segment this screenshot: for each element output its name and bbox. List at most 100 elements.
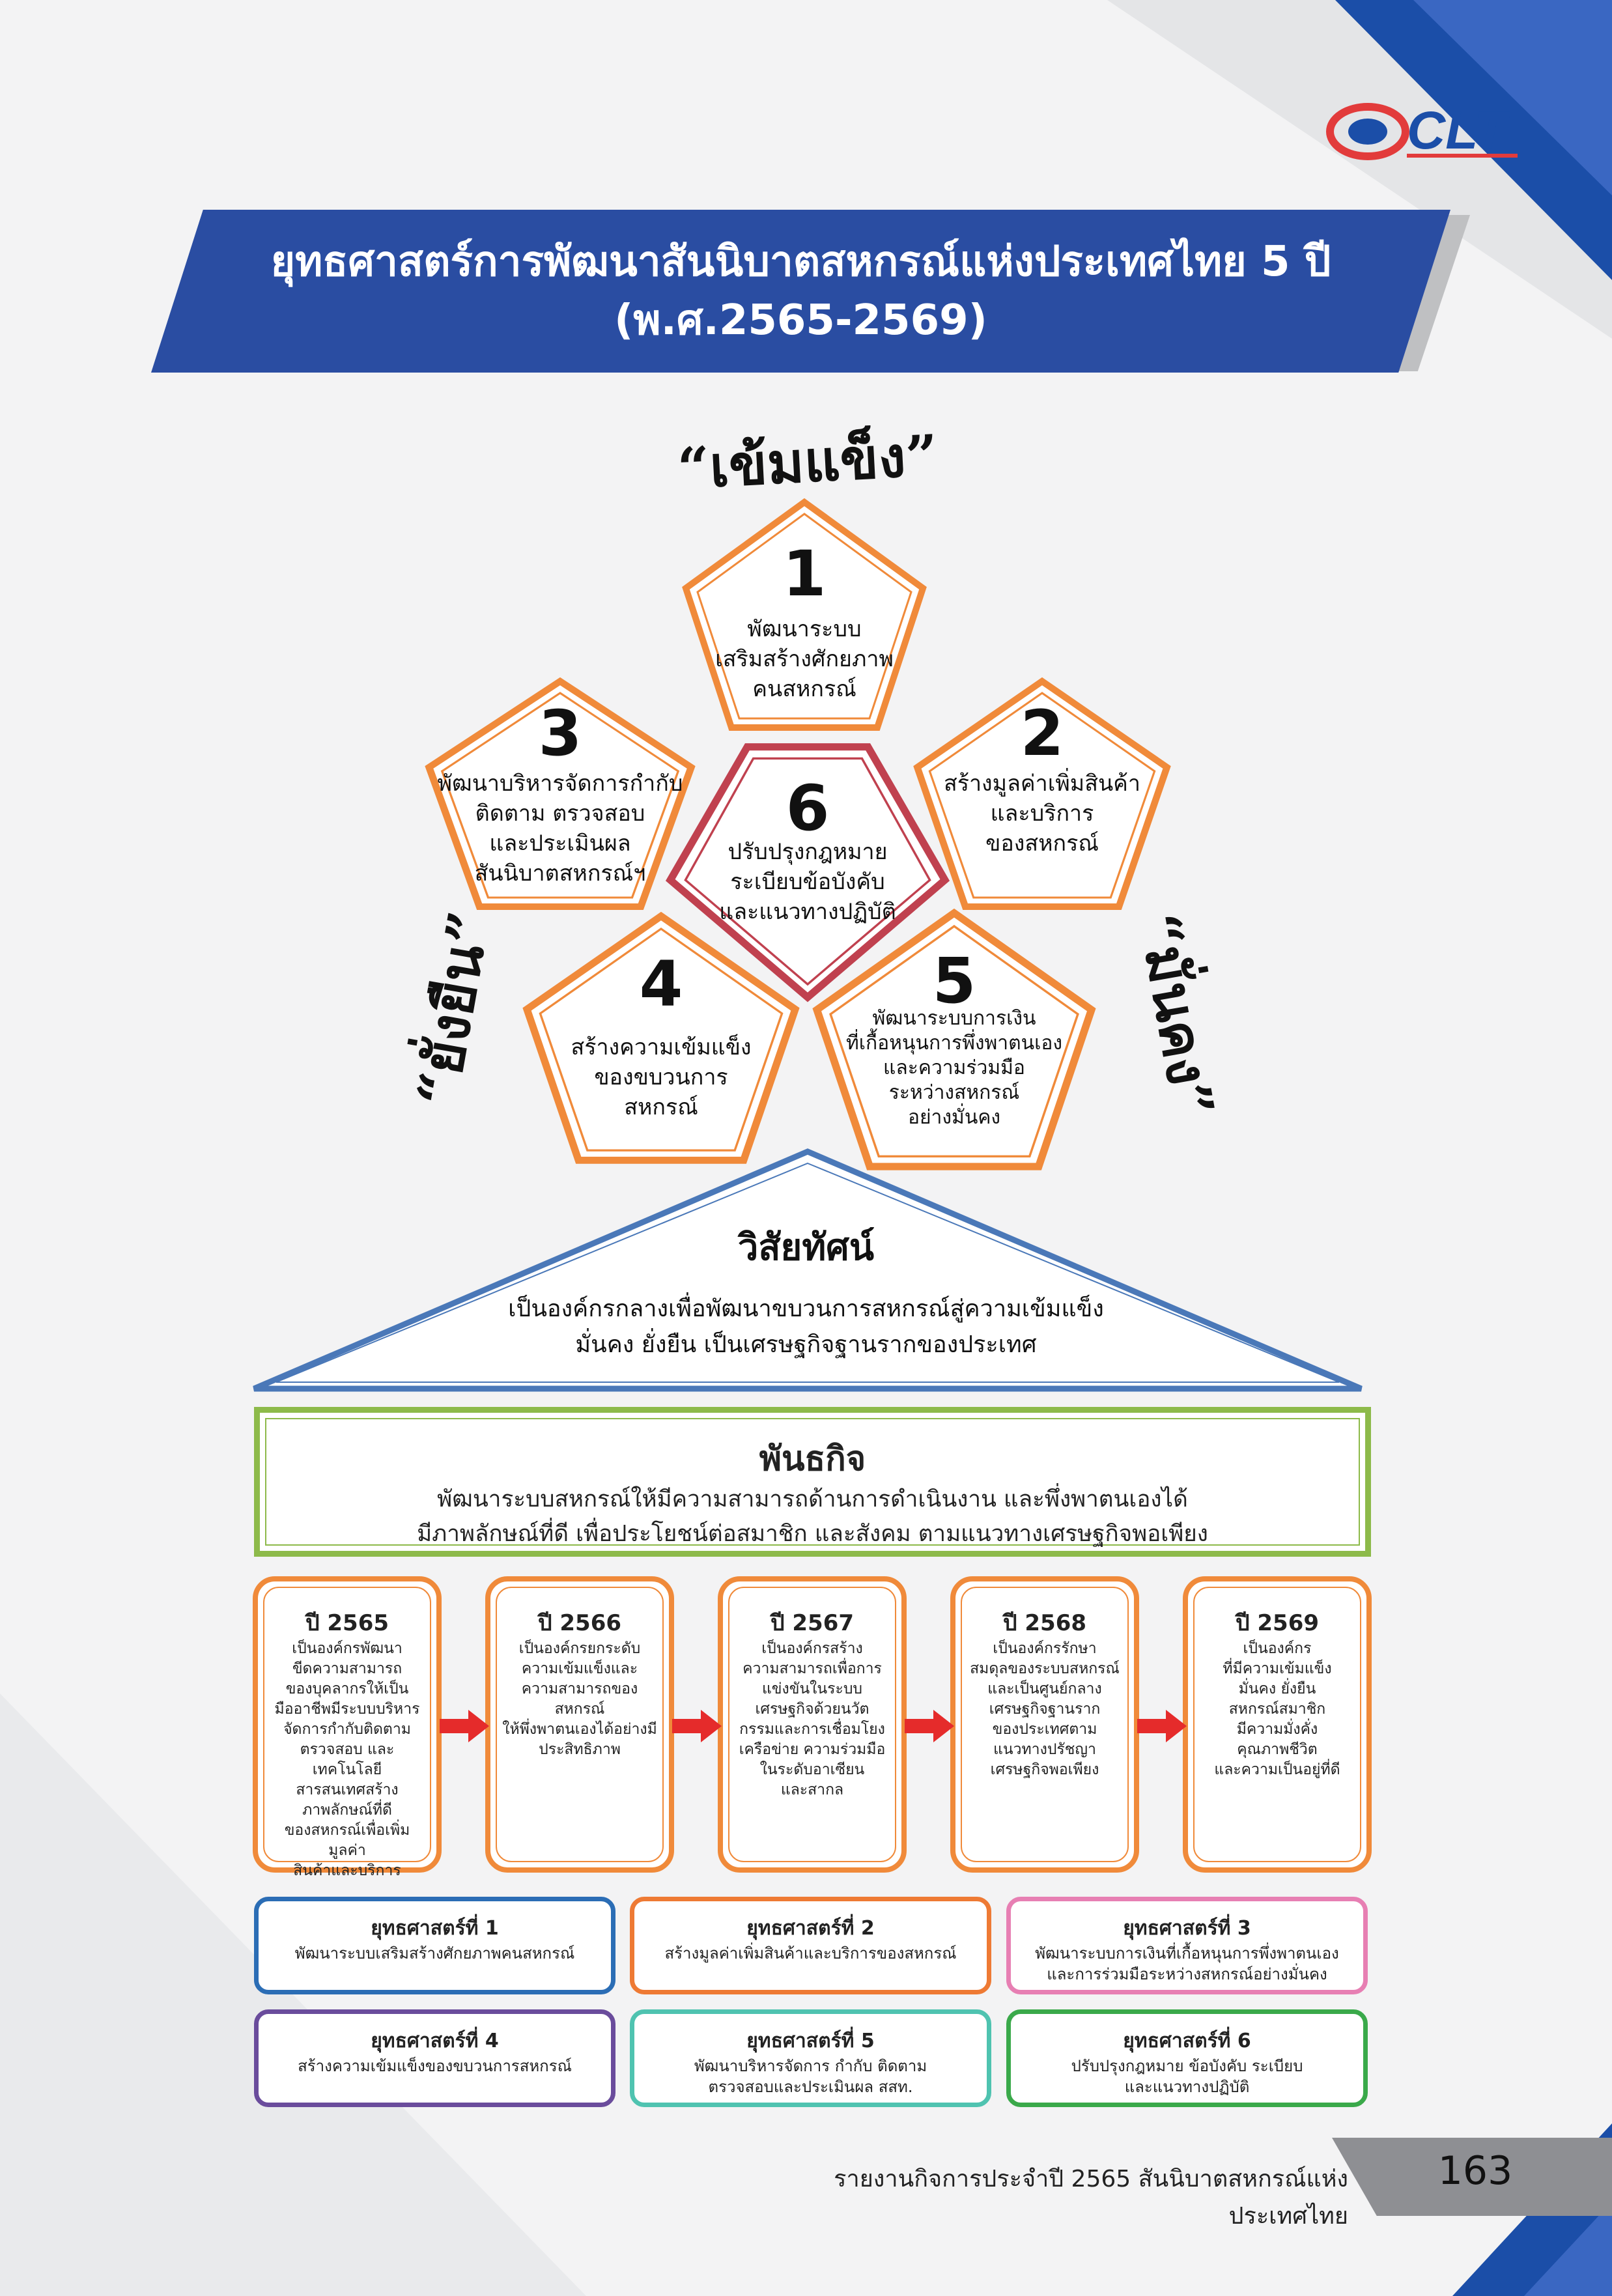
pentagon-4-line: สร้างความเข้มแข็ง [571,1034,752,1060]
pentagon-3: 3 พัฒนาบริหารจัดการกำกับ ติดตาม ตรวจสอบ … [423,677,697,912]
pentagon-3-shape [425,677,696,910]
pentagon-4-number: 4 [639,948,683,1021]
year-box-2566: ปี 2566 เป็นองค์กรยกระดับ ความเข้มแข็งแล… [485,1576,674,1873]
vision-triangle [253,1148,1363,1392]
year-text: เป็นองค์กรพัฒนา ขีดความสามารถ ของบุคลากร… [274,1640,420,1879]
year-text: เป็นองค์กรสร้าง ความสามารถเพื่อการ แข่งข… [739,1640,886,1798]
strategy-box-6: ยุทธศาสตร์ที่ 6 ปรับปรุงกฎหมาย ข้อบังคับ… [1006,2009,1368,2107]
strategy-text: สร้างมูลค่าเพิ่มสินค้าและบริการของสหกรณ์ [664,1944,957,1963]
year-text: เป็นองค์กรรักษา สมดุลของระบบสหกรณ์ และเป… [970,1640,1120,1778]
strategy-text: สร้างความเข้มแข็งของขบวนการสหกรณ์ [298,2057,572,2075]
year-title: ปี 2568 [1002,1610,1087,1636]
strategy-title: ยุทธศาสตร์ที่ 4 [371,2030,499,2052]
pentagon-2-line: และบริการ [990,801,1094,827]
mission-box-inner [265,1418,1360,1546]
page-number-tab [1332,2138,1612,2216]
pentagon-2-line: ของสหกรณ์ [985,830,1099,857]
pentagon-6-line: และแนวทางปฏิบัติ [719,899,896,925]
pentagon-6: 6 ปรับปรุงกฎหมาย ระเบียบข้อบังคับ และแนว… [664,743,951,1003]
pentagon-1-number: 1 [782,537,827,610]
year-box-2568: ปี 2568 เป็นองค์กรรักษา สมดุลของระบบสหกร… [950,1576,1139,1873]
strategy-text: พัฒนาระบบเสริมสร้างศักยภาพคนสหกรณ์ [294,1944,575,1963]
year-box-inner [263,1587,431,1862]
year-box-inner [961,1587,1129,1862]
strategy-text: ปรับปรุงกฎหมาย ข้อบังคับ ระเบียบ และแนวท… [1071,2057,1303,2096]
year-box-2569: ปี 2569 เป็นองค์กร ที่มีความเข้มแข็ง มั่… [1183,1576,1372,1873]
year-title: ปี 2569 [1235,1610,1320,1636]
strategy-title: ยุทธศาสตร์ที่ 1 [371,1917,499,1940]
logo-emblem-icon: CLT [1326,101,1518,160]
page-title: ยุทธศาสตร์การพัฒนาสันนิบาตสหกรณ์แห่งประเ… [270,238,1331,286]
slogan-top: “เข้มแข็ง” [675,422,940,502]
logo: CLT [1322,91,1531,169]
strategy-text: พัฒนาบริหารจัดการ กำกับ ติดตาม ตรวจสอบแล… [694,2057,927,2096]
vision-line-1: เป็นองค์กรกลางเพื่อพัฒนาขบวนการสหกรณ์สู่… [508,1296,1104,1322]
pentagon-6-number: 6 [785,772,830,845]
strategy-box-2: ยุทธศาสตร์ที่ 2 สร้างมูลค่าเพิ่มสินค้าแล… [630,1897,991,1994]
title-banner: ยุทธศาสตร์การพัฒนาสันนิบาตสหกรณ์แห่งประเ… [151,210,1450,373]
pentagon-4: 4 สร้างความเข้มแข็ง ของขบวนการ สหกรณ์ [521,912,801,1166]
strategy-title: ยุทธศาสตร์ที่ 5 [746,2030,875,2052]
pentagon-4-line: สหกรณ์ [624,1094,698,1120]
arrow-right-icon [672,1710,722,1742]
pentagon-4-shape [522,912,800,1164]
strategy-title: ยุทธศาสตร์ที่ 3 [1123,1917,1251,1940]
pentagon-3-line: สันนิบาตสหกรณ์ฯ [474,860,646,886]
pentagon-3-number: 3 [538,697,582,770]
pentagon-1-line: พัฒนาระบบ [747,616,862,642]
year-title: ปี 2567 [770,1610,855,1636]
page-subtitle: (พ.ศ.2565-2569) [614,296,987,345]
year-text: เป็นองค์กร ที่มีความเข้มแข็ง มั่นคง ยั่ง… [1214,1640,1340,1778]
vision-line-2: มั่นคง ยั่งยืน เป็นเศรษฐกิจฐานรากของประเ… [575,1331,1037,1358]
pentagon-2-line: สร้างมูลค่าเพิ่มสินค้า [943,771,1141,797]
pentagon-5-line: อย่างมั่นคง [907,1106,1001,1129]
pentagon-5-line: ที่เกื้อหนุนการพึ่งพาตนเอง [845,1032,1063,1055]
strategy-text: พัฒนาระบบการเงินที่เกื้อหนุนการพึ่งพาตนเ… [1035,1944,1339,1983]
year-box-2565: ปี 2565 เป็นองค์กรพัฒนา ขีดความสามารถ ขอ… [253,1576,442,1879]
pentagon-5: 5 พัฒนาระบบการเงิน ที่เกื้อหนุนการพึ่งพา… [811,909,1097,1172]
year-box-inner [728,1587,896,1862]
pentagon-6-line: ปรับปรุงกฎหมาย [728,839,888,865]
pentagon-1-shape [682,498,927,731]
pentagon-2: 2 สร้างมูลค่าเพิ่มสินค้า และบริการ ของสห… [912,677,1172,912]
vision-title: วิสัยทัศน์ [737,1226,875,1269]
mission-line-2: มีภาพลักษณ์ที่ดี เพื่อประโยชน์ต่อสมาชิก … [417,1521,1208,1547]
pentagon-5-line: ระหว่างสหกรณ์ [888,1081,1020,1104]
pentagon-1: 1 พัฒนาระบบ เสริมสร้างศักยภาพ คนสหกรณ์ [681,498,928,733]
strategy-box-1: ยุทธศาสตร์ที่ 1 พัฒนาระบบเสริมสร้างศักยภ… [254,1897,615,1994]
mission-line-1: พัฒนาระบบสหกรณ์ให้มีความสามารถด้านการดำเ… [437,1486,1188,1512]
strategy-title: ยุทธศาสตร์ที่ 2 [746,1917,875,1940]
mission-box: พันธกิจ พัฒนาระบบสหกรณ์ให้มีความสามารถด้… [254,1407,1371,1557]
pentagon-6-line: ระเบียบข้อบังคับ [730,869,885,895]
pentagon-2-number: 2 [1020,697,1064,770]
strategy-box-5: ยุทธศาสตร์ที่ 5 พัฒนาบริหารจัดการ กำกับ … [630,2009,991,2107]
mission-title: พันธกิจ [759,1439,866,1479]
arrow-right-icon [905,1710,954,1742]
logo-text: CLT [1407,101,1510,160]
pentagon-5-line: พัฒนาระบบการเงิน [872,1007,1036,1030]
pentagon-5-number: 5 [932,944,976,1017]
year-text: เป็นองค์กรยกระดับ ความเข้มแข็งและ ความสา… [502,1640,657,1758]
year-box-inner [496,1587,664,1862]
strategy-box-4: ยุทธศาสตร์ที่ 4 สร้างความเข้มแข็งของขบวน… [254,2009,615,2107]
page-number: 163 [1437,2148,1513,2194]
strategy-box-3: ยุทธศาสตร์ที่ 3 พัฒนาระบบการเงินที่เกื้อ… [1006,1897,1368,1994]
year-box-inner [1193,1587,1361,1862]
pentagon-5-line: และความร่วมมือ [883,1056,1025,1079]
pentagon-2-shape [913,677,1171,910]
pentagon-6-shape [665,743,950,1002]
arrow-right-icon [440,1710,489,1742]
pentagon-5-shape [812,909,1096,1170]
pentagon-4-line: ของขบวนการ [594,1064,728,1090]
pentagon-3-line: พัฒนาบริหารจัดการกำกับ [437,771,683,797]
year-title: ปี 2565 [305,1610,389,1636]
pentagon-3-line: และประเมินผล [489,830,631,857]
year-box-2567: ปี 2567 เป็นองค์กรสร้าง ความสามารถเพื่อก… [718,1576,907,1873]
pentagon-1-line: เสริมสร้างศักยภาพ [715,646,894,672]
arrow-right-icon [1137,1710,1187,1742]
footer-report-title: รายงานกิจการประจำปี 2565 สันนิบาตสหกรณ์แ… [834,2166,1348,2230]
year-title: ปี 2566 [537,1610,622,1636]
pentagon-1-line: คนสหกรณ์ [752,676,856,702]
pentagon-3-line: ติดตาม ตรวจสอบ [475,801,645,827]
strategy-title: ยุทธศาสตร์ที่ 6 [1123,2030,1251,2052]
